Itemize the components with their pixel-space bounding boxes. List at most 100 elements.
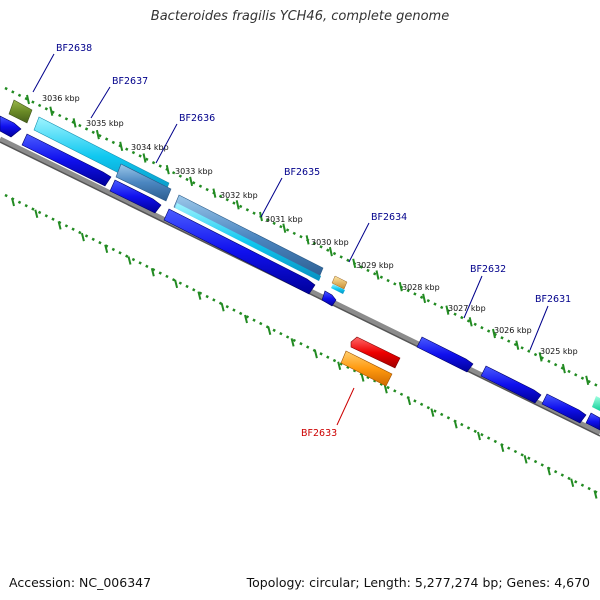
ruler-tick	[11, 197, 15, 207]
cds-olive-block	[8, 99, 33, 124]
ruler-tick	[593, 490, 598, 499]
cds-cyan-stripe	[175, 203, 321, 281]
ruler-tick	[430, 408, 435, 417]
ruler-tick	[165, 164, 170, 175]
ruler-tick	[313, 349, 318, 359]
gene-label-bf2632: BF2632	[470, 264, 506, 275]
ruler-tick	[127, 256, 132, 265]
gene-label-bf2631: BF2631	[535, 294, 571, 305]
cds-arrow	[541, 393, 587, 424]
ruler-tick	[445, 305, 450, 315]
cds-arrow	[585, 412, 600, 431]
ruler-tick	[407, 396, 412, 406]
ruler-tick	[150, 267, 155, 277]
kbp-tick-label: 3036 kbp	[42, 94, 80, 103]
gene-leader-line	[90, 86, 111, 119]
cds-arrow	[480, 365, 542, 404]
dotted-ruler-lower	[4, 193, 600, 496]
ruler-tick	[104, 244, 109, 254]
gene-leader-line	[260, 177, 283, 218]
dotted-ruler-upper	[4, 86, 600, 389]
ruler-tick	[49, 106, 54, 116]
gene-label-bf2635: BF2635	[284, 167, 320, 178]
gene-leader-line	[155, 123, 178, 164]
cds-arrow	[416, 336, 474, 373]
ruler-tick	[142, 153, 147, 163]
ruler-tick	[119, 141, 124, 152]
ruler-tick	[398, 281, 403, 292]
gene-label-bf2633: BF2633	[301, 428, 337, 439]
cds-cyan-small	[331, 284, 345, 294]
gene-leader-line	[336, 387, 355, 426]
kbp-tick-label: 3025 kbp	[540, 347, 578, 356]
kbp-tick-label: 3027 kbp	[448, 304, 486, 313]
ruler-tick	[570, 478, 575, 488]
ruler-tick	[305, 235, 310, 245]
ruler-tick	[546, 466, 551, 476]
kbp-tick-label: 3030 kbp	[311, 238, 349, 247]
ruler-tick	[383, 384, 388, 394]
gene-leader-line	[348, 222, 370, 263]
accession-label: Accession: NC_006347	[9, 575, 152, 590]
ruler-tick	[72, 118, 77, 128]
kbp-tick-label: 3031 kbp	[265, 215, 303, 224]
cds-red-arrow	[350, 336, 401, 369]
ruler-tick	[220, 303, 225, 312]
ruler-tick	[174, 279, 179, 289]
ruler-tick	[515, 340, 520, 350]
kbp-tick-label: 3026 kbp	[494, 326, 532, 335]
ruler-tick	[212, 188, 217, 198]
map-title: Bacteroides fragilis YCH46, complete gen…	[150, 9, 450, 24]
ruler-tick	[189, 176, 194, 187]
ruler-tick	[80, 232, 85, 242]
ruler-tick	[538, 352, 543, 362]
kbp-tick-label: 3035 kbp	[86, 119, 124, 128]
ruler-tick	[585, 375, 590, 386]
cds-arrow	[163, 208, 316, 295]
ruler-tick	[422, 293, 427, 304]
ruler-tick	[282, 223, 287, 233]
ruler-tick	[468, 317, 473, 327]
ruler-tick	[360, 373, 365, 382]
kbp-tick-label: 3029 kbp	[356, 261, 394, 270]
gene-label-bf2634: BF2634	[371, 212, 407, 223]
feature-blocks	[8, 99, 600, 411]
gene-label-bf2638: BF2638	[56, 43, 92, 54]
ruler-tick	[290, 338, 295, 347]
ruler-tick	[492, 328, 496, 339]
ruler-tick	[337, 361, 342, 371]
tick-labels: 3036 kbp 3035 kbp 3034 kbp 3033 kbp 3032 kbp…	[42, 94, 578, 356]
gene-label-bf2636: BF2636	[179, 113, 215, 124]
ruler-tick	[235, 200, 240, 210]
ruler-tick	[26, 94, 30, 105]
cds-tan-small	[331, 275, 348, 290]
kbp-tick-label: 3033 kbp	[175, 167, 213, 176]
cds-orange-block	[340, 350, 393, 387]
ruler-tick	[523, 455, 528, 464]
kbp-tick-label: 3034 kbp	[131, 143, 169, 152]
cds-arrow	[109, 179, 162, 214]
cds-arrow	[21, 133, 112, 187]
ruler-tick	[375, 270, 380, 280]
tick-marks	[11, 94, 598, 499]
ruler-tick	[500, 443, 505, 452]
ruler-tick	[95, 129, 100, 140]
kbp-tick-label: 3028 kbp	[402, 283, 440, 292]
ruler-tick	[328, 246, 333, 257]
gene-leader-line	[529, 305, 549, 351]
gene-label-bf2637: BF2637	[112, 76, 148, 87]
cds-steel-block	[115, 163, 172, 202]
topology-label: Topology: circular; Length: 5,277,274 bp…	[246, 575, 590, 590]
cds-arrows	[0, 115, 600, 431]
ruler-tick	[352, 258, 357, 269]
ruler-tick	[267, 326, 272, 335]
gene-leader-line	[463, 275, 483, 319]
ruler-tick	[561, 363, 566, 374]
ruler-tick	[34, 209, 39, 218]
cds-arrow	[321, 290, 337, 307]
ruler-tick	[453, 420, 458, 429]
gene-leader-line	[32, 53, 55, 93]
ruler-tick	[197, 291, 202, 300]
kbp-tick-label: 3032 kbp	[220, 191, 258, 200]
ruler-tick	[57, 221, 62, 230]
